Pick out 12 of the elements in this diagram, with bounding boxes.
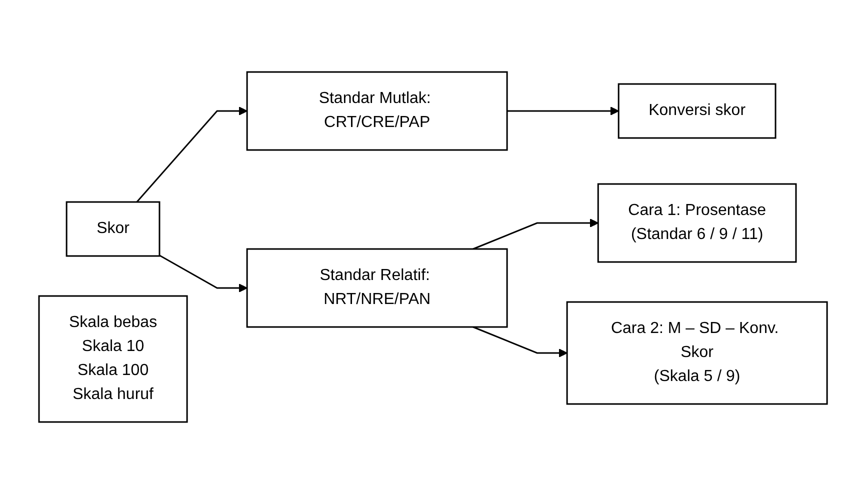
node-box: Skor <box>66 200 161 256</box>
arrow <box>508 106 620 115</box>
arrow <box>473 218 599 250</box>
arrow <box>473 326 568 357</box>
arrow <box>160 254 248 292</box>
node-box: Cara 1: Prosentase (Standar 6 / 9 / 11) <box>598 182 798 262</box>
node-box: Standar Mutlak: CRT/CRE/PAP <box>246 70 508 150</box>
arrow <box>136 106 248 202</box>
node-box: Skala bebas Skala 10 Skala 100 Skala huruf <box>38 294 188 422</box>
node-box: Cara 2: M – SD – Konv. Skor (Skala 5 / 9) <box>566 300 828 404</box>
node-box: Standar Relatif: NRT/NRE/PAN <box>246 248 508 328</box>
node-box: Konversi skor <box>618 82 777 138</box>
